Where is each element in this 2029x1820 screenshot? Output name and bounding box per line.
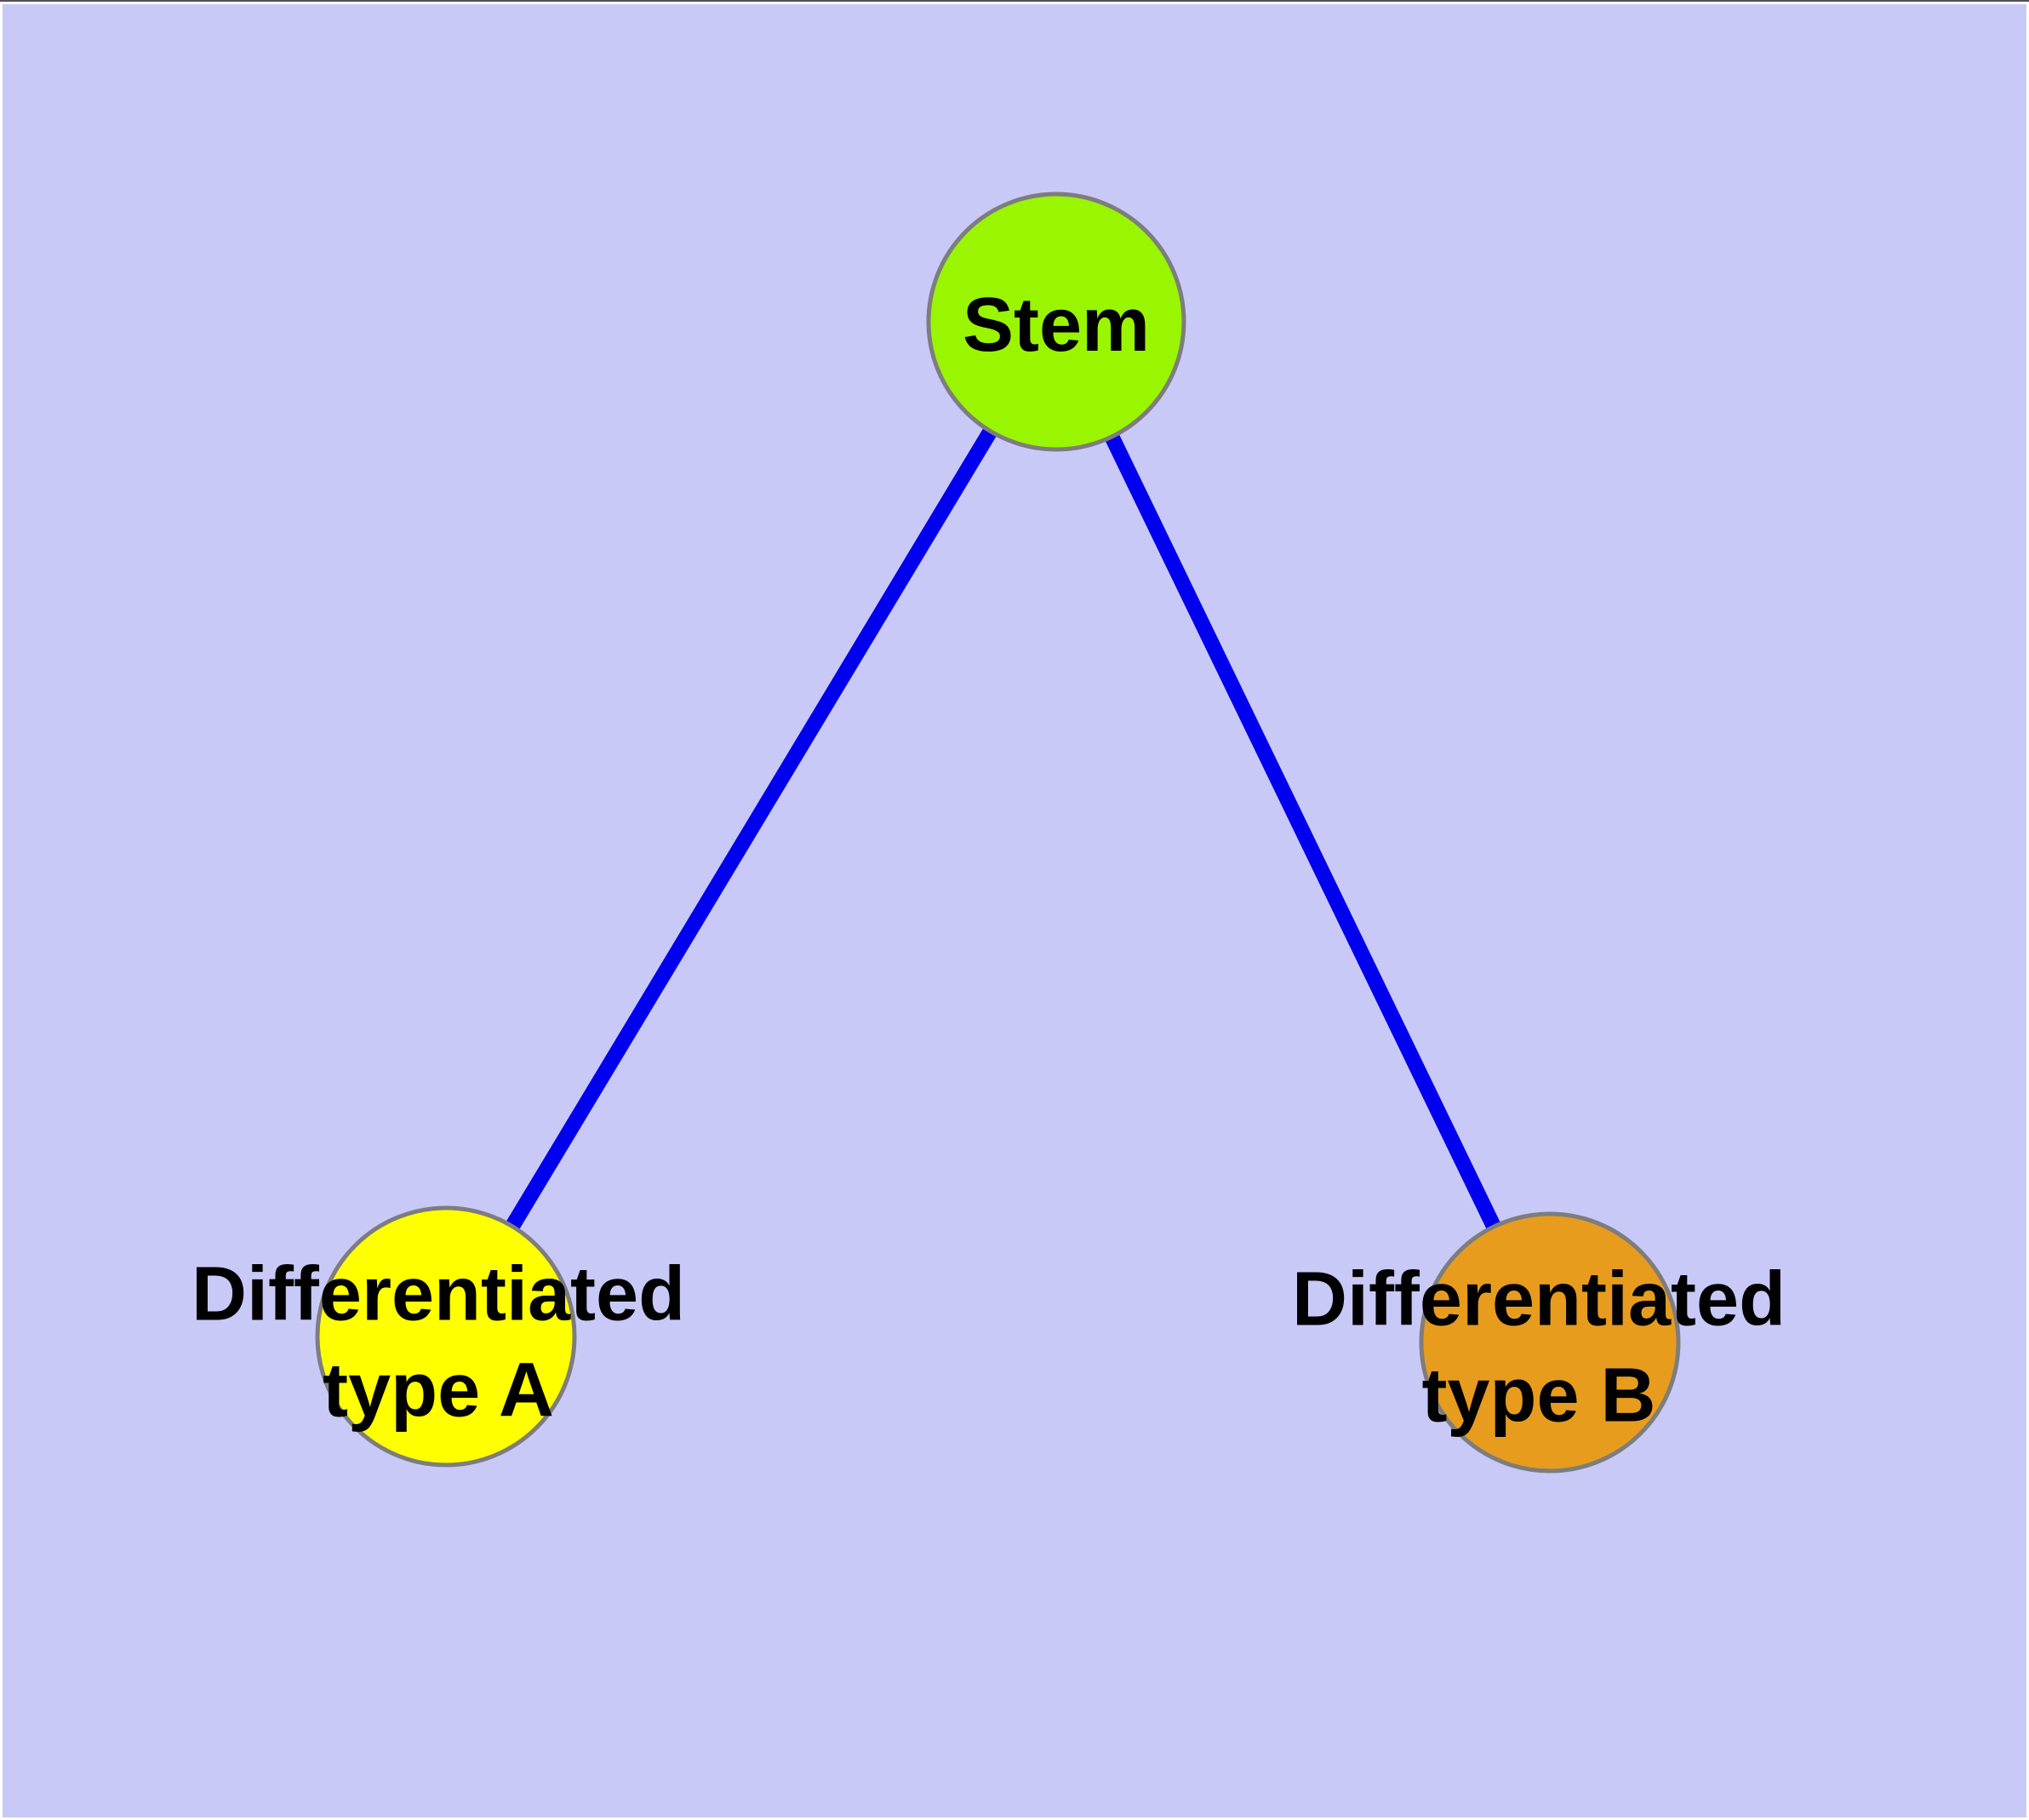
node-differentiated-type-a[interactable] — [315, 1205, 577, 1468]
edge-stem-to-type-a[interactable] — [439, 318, 1063, 1341]
diagram-svg — [315, 192, 1681, 1474]
diagram-canvas: Stem Differentiated type A Differentiate… — [3, 4, 2026, 1817]
node-stem[interactable] — [926, 192, 1186, 452]
window-top-edge — [0, 0, 2029, 2]
node-differentiated-type-b[interactable] — [1419, 1211, 1681, 1474]
edge-stem-to-type-b[interactable] — [1049, 318, 1557, 1346]
